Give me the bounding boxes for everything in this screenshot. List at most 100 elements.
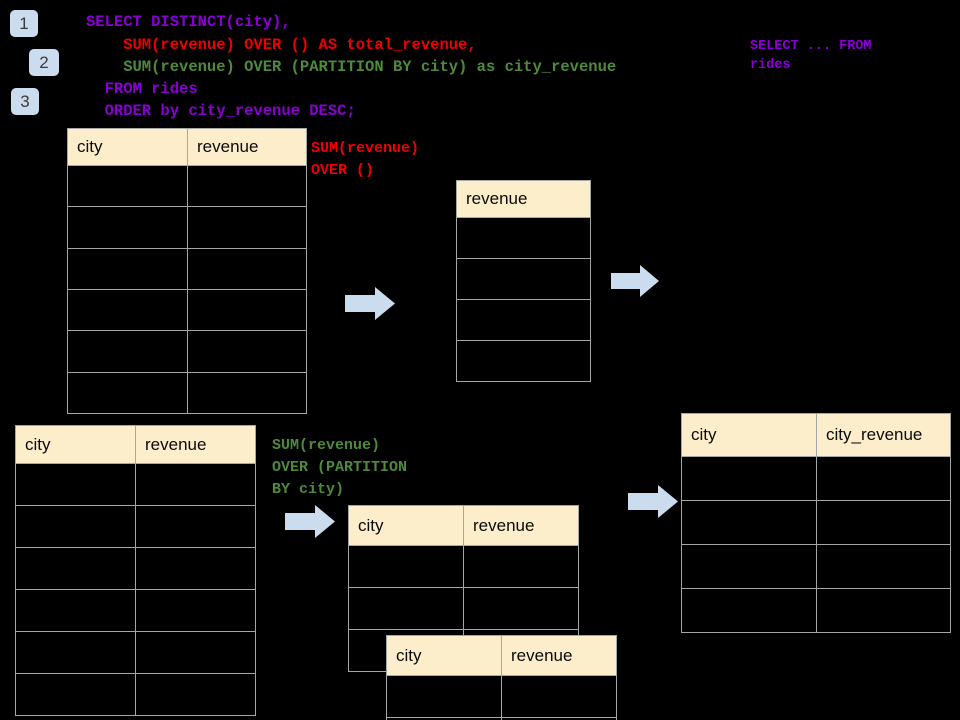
cell-city[interactable] xyxy=(681,544,817,589)
step-badge-2[interactable]: 2 xyxy=(29,49,59,76)
step-badge-3[interactable]: 3 xyxy=(11,88,39,115)
cell-city[interactable] xyxy=(67,288,188,332)
cell-city[interactable] xyxy=(15,631,136,674)
table-row[interactable] xyxy=(15,589,256,632)
cell-revenue[interactable] xyxy=(501,717,617,720)
cell-revenue[interactable] xyxy=(456,299,591,341)
table-row[interactable] xyxy=(456,340,591,382)
total-revenue-table[interactable]: revenue xyxy=(456,180,591,382)
column-header-city: city xyxy=(67,128,188,166)
table-row[interactable] xyxy=(15,673,256,716)
step-badge-1[interactable]: 1 xyxy=(10,10,38,37)
table-row[interactable] xyxy=(67,288,307,332)
cell-revenue[interactable] xyxy=(456,258,591,300)
cell-revenue[interactable] xyxy=(135,673,256,716)
cell-city[interactable] xyxy=(67,206,188,249)
cell-revenue[interactable] xyxy=(463,587,579,630)
side-note-line-2: rides xyxy=(750,58,791,73)
cell-city[interactable] xyxy=(67,330,188,373)
cell-city[interactable] xyxy=(681,456,817,501)
result-table[interactable]: city city_revenue xyxy=(681,413,951,633)
cell-city[interactable] xyxy=(15,547,136,590)
side-note-line-1: SELECT ... FROM xyxy=(750,39,872,54)
table-row[interactable] xyxy=(67,371,307,415)
cell-city[interactable] xyxy=(15,463,136,506)
table-row[interactable] xyxy=(67,206,307,249)
cell-city[interactable] xyxy=(15,505,136,548)
cell-city[interactable] xyxy=(681,588,817,633)
step-badge-2-label: 2 xyxy=(39,53,49,72)
column-header-city: city xyxy=(681,413,817,457)
partition-table-front[interactable]: city revenue xyxy=(386,635,617,720)
cell-city[interactable] xyxy=(681,500,817,545)
annotation-total-revenue-line-1: SUM(revenue) xyxy=(311,140,420,157)
table-header-row: city revenue xyxy=(67,128,307,166)
rides-table-bottom[interactable]: city revenue xyxy=(15,425,256,716)
cell-revenue[interactable] xyxy=(187,164,307,208)
column-header-revenue: revenue xyxy=(501,635,617,676)
cell-revenue[interactable] xyxy=(463,545,579,588)
arrow-partition-to-result xyxy=(628,485,678,518)
cell-revenue[interactable] xyxy=(501,675,617,718)
table-row[interactable] xyxy=(15,547,256,590)
cell-revenue[interactable] xyxy=(456,340,591,382)
sql-line-4: FROM rides xyxy=(86,80,198,98)
cell-city[interactable] xyxy=(348,545,464,588)
arrow-total-to-result xyxy=(611,265,659,297)
table-row[interactable] xyxy=(681,544,951,589)
step-badge-1-label: 1 xyxy=(19,14,29,33)
cell-city[interactable] xyxy=(67,247,188,290)
table-row[interactable] xyxy=(67,330,307,373)
table-row[interactable] xyxy=(67,247,307,290)
cell-revenue[interactable] xyxy=(187,330,307,373)
table-header-row: revenue xyxy=(456,180,591,218)
sql-line-5: ORDER by city_revenue DESC; xyxy=(86,102,356,120)
cell-city[interactable] xyxy=(386,675,502,718)
table-row[interactable] xyxy=(15,631,256,674)
annotation-city-revenue-line-3: BY city) xyxy=(272,481,345,498)
cell-city[interactable] xyxy=(67,371,188,415)
column-header-revenue: revenue xyxy=(135,425,256,464)
cell-city[interactable] xyxy=(67,164,188,208)
sql-line-2: SUM(revenue) OVER () AS total_revenue, xyxy=(86,36,477,54)
table-row[interactable] xyxy=(386,675,617,718)
annotation-total-revenue-line-2: OVER () xyxy=(311,162,375,179)
table-row[interactable] xyxy=(15,463,256,506)
table-row[interactable] xyxy=(386,717,617,720)
table-row[interactable] xyxy=(681,588,951,633)
cell-city-revenue[interactable] xyxy=(816,544,951,589)
cell-revenue[interactable] xyxy=(187,206,307,249)
table-row[interactable] xyxy=(348,545,579,588)
column-header-revenue: revenue xyxy=(187,128,307,166)
cell-revenue[interactable] xyxy=(187,247,307,290)
column-header-city: city xyxy=(348,505,464,546)
cell-revenue[interactable] xyxy=(135,589,256,632)
table-row[interactable] xyxy=(456,258,591,300)
step-badge-3-label: 3 xyxy=(20,92,30,111)
column-header-revenue: revenue xyxy=(463,505,579,546)
column-header-revenue: revenue xyxy=(456,180,591,218)
cell-revenue[interactable] xyxy=(135,505,256,548)
table-row[interactable] xyxy=(67,164,307,208)
rides-table-top[interactable]: city revenue xyxy=(67,128,307,415)
sql-line-1: SELECT DISTINCT(city), xyxy=(86,13,291,31)
table-row[interactable] xyxy=(456,217,591,259)
cell-revenue[interactable] xyxy=(187,371,307,415)
cell-city[interactable] xyxy=(15,673,136,716)
cell-revenue[interactable] xyxy=(135,631,256,674)
cell-city[interactable] xyxy=(15,589,136,632)
cell-city-revenue[interactable] xyxy=(816,500,951,545)
cell-revenue[interactable] xyxy=(187,288,307,332)
table-row[interactable] xyxy=(15,505,256,548)
cell-city-revenue[interactable] xyxy=(816,456,951,501)
table-row[interactable] xyxy=(681,500,951,545)
cell-city-revenue[interactable] xyxy=(816,588,951,633)
cell-revenue[interactable] xyxy=(456,217,591,259)
cell-revenue[interactable] xyxy=(135,463,256,506)
table-row[interactable] xyxy=(456,299,591,341)
table-row[interactable] xyxy=(348,587,579,630)
table-row[interactable] xyxy=(681,456,951,501)
column-header-city-revenue: city_revenue xyxy=(816,413,951,457)
cell-city[interactable] xyxy=(348,587,464,630)
cell-revenue[interactable] xyxy=(135,547,256,590)
